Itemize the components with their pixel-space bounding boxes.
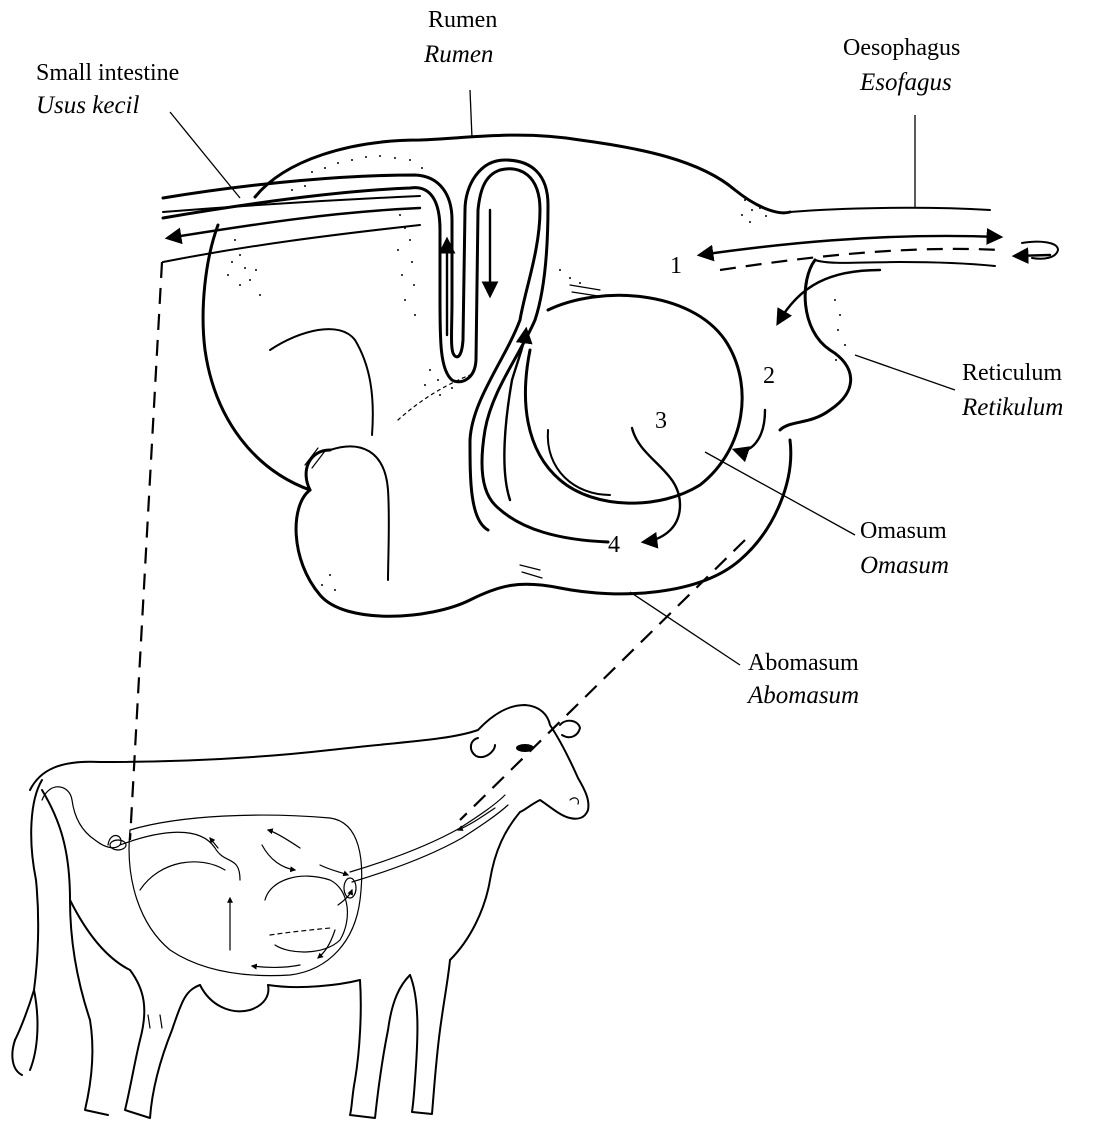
cow-rumen-outline [129,815,362,976]
cow-intestine-loop-2 [120,832,240,880]
step-4-label: 4 [608,532,620,558]
cow-horn [560,721,580,737]
small-intestine-label-ms: Usus kecil [36,92,139,119]
cow-head [478,705,588,819]
cow-front-leg [350,975,410,1118]
cow-udder [200,985,268,1011]
cow-nostril [570,798,578,804]
cow-reticulum-opening [344,878,356,898]
leader-lines [170,90,955,665]
abomasum-inner-fold [330,446,389,580]
cow-ear [471,738,495,757]
step-1-label: 1 [670,253,682,279]
omasum-outline [525,295,742,503]
rumen-label-en: Rumen [428,7,497,33]
cow-arrow-6 [318,930,335,958]
small-intestine-lower-wall [163,225,420,262]
leader-omasum [705,452,855,535]
cow-arrow-5 [252,965,300,967]
leader-rumen [470,90,472,138]
cow-back [30,730,478,790]
abomasum-left-lobe [306,450,330,490]
oesophagus-upper-wall [790,208,990,212]
cow-rumen-inner [140,862,225,890]
cow-arrow-3 [320,865,348,875]
cow-arrow-2 [262,845,295,870]
zoom-indicator-lines [130,262,745,840]
oesophagus-label-ms: Esofagus [859,69,952,96]
reticulum-outline [780,260,851,430]
cow-hind-leg-back [85,1020,108,1115]
cow-intestine-loop [42,787,121,848]
cow-front-leg-2 [410,960,450,1114]
oesophagus-label-en: Oesophagus [843,35,960,61]
abomasum-label-ms: Abomasum [746,682,859,709]
cow-small-intestine-opening [110,840,126,850]
oesophagus-dashed-path [720,249,1000,270]
cow-drawing [12,705,588,1118]
cow-chest [450,812,520,960]
leader-abomasum [630,592,740,665]
arrow-oesophagus-return [1015,255,1050,256]
cow-arrow-1 [268,830,300,848]
arrow-oesophagus-1 [700,236,1000,255]
cow-oesophagus-tube [350,795,505,872]
leader-small-intestine [170,112,240,198]
cow-rump [42,790,90,1020]
cow-belly [268,980,360,987]
cow-omasum [265,876,347,952]
step-3-label: 3 [655,408,667,434]
abomasum-label-en: Abomasum [748,650,859,676]
crease-mark-2 [520,565,542,578]
cow-teats [148,1015,162,1028]
part-labels: Small intestine Usus kecil Rumen Rumen O… [36,7,1063,709]
omasum-label-ms: Omasum [860,552,949,579]
rumen-inner-fold [270,329,373,435]
small-intestine-label-en: Small intestine [36,60,179,86]
reticulum-label-ms: Retikulum [961,394,1063,421]
arrow-intestine-out [168,208,420,238]
cow-tail-switch [12,990,37,1075]
cow-tail [15,780,42,1040]
stomach-drawing: 1 2 3 4 [163,135,1058,616]
leader-reticulum [855,355,955,390]
rumen-label-ms: Rumen [423,41,493,68]
rumen-outline-left [203,225,310,490]
reticulum-label-en: Reticulum [962,360,1062,386]
cow-eye [516,744,534,752]
omasum-inner-curve [548,430,610,495]
stomach-stipple [227,155,846,591]
oesophagus-lower-wall [815,260,995,266]
zoom-line-right [460,540,745,820]
arrow-omasum-to-abomasum [632,428,680,542]
step-2-label: 2 [763,363,775,389]
omasum-label-en: Omasum [860,518,947,544]
abomasum-outline [296,440,791,616]
cow-dashed-fold [270,928,330,935]
zoom-line-left [130,262,162,840]
crease-mark-3 [570,285,600,296]
arrow-into-reticulum [778,270,880,323]
